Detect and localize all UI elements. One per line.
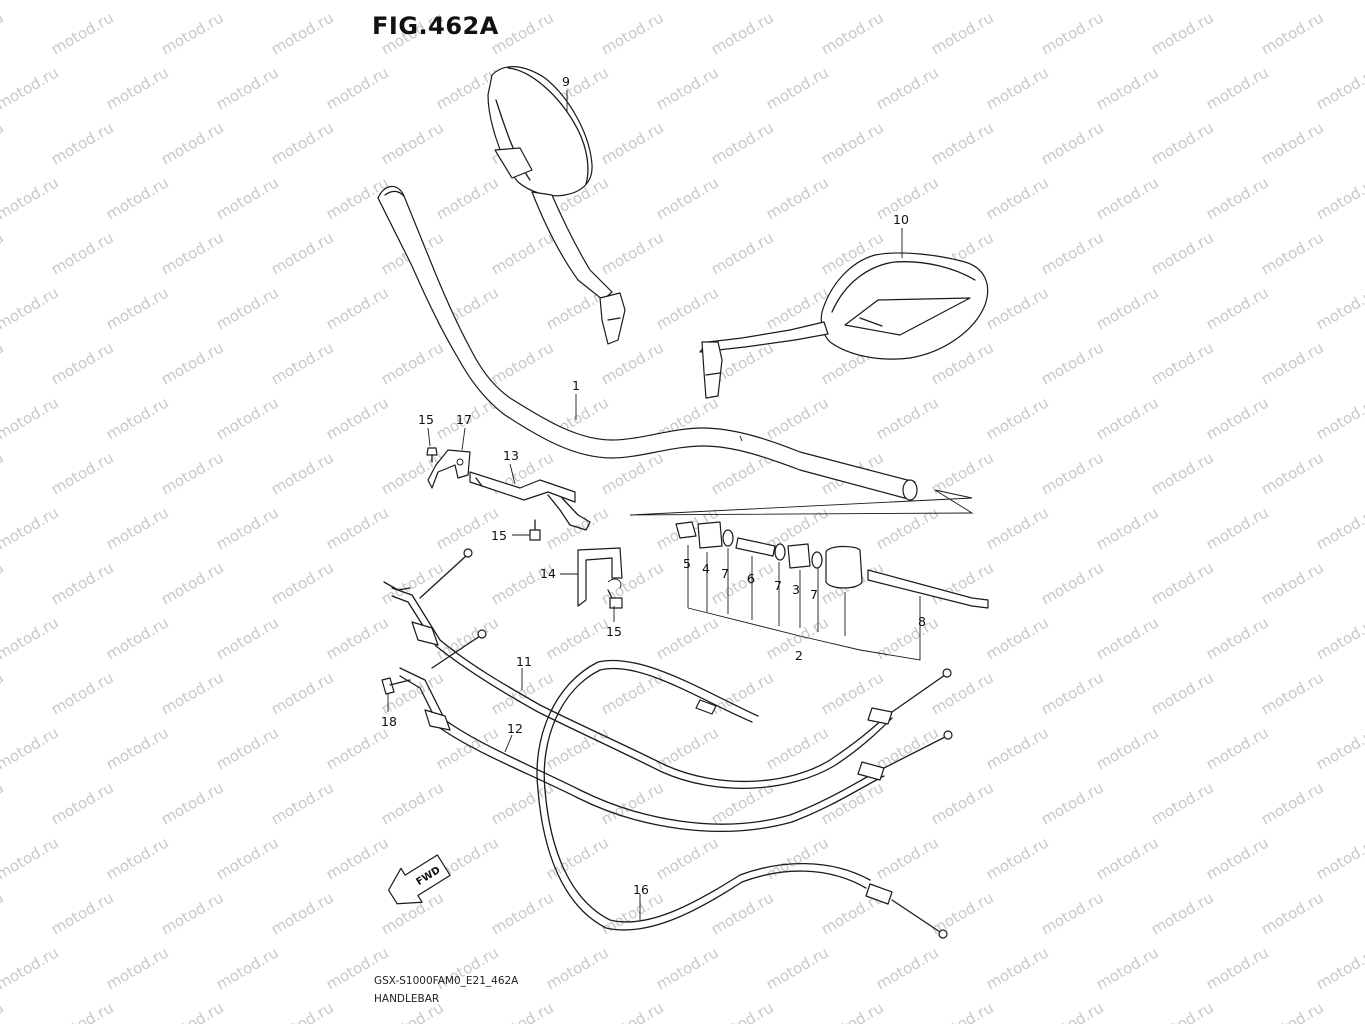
- figure-code: GSX-S1000FAM0_E21_462A: [374, 975, 519, 987]
- callout-5: 5: [683, 556, 691, 571]
- bracket-17: [427, 449, 471, 489]
- callouts: 9 10 1 15 17 13 15 14 15 5 4 7 6 7 3 7 8…: [381, 74, 926, 897]
- callout-2: 2: [795, 648, 803, 663]
- callout-10: 10: [893, 212, 909, 227]
- callout-8: 8: [918, 614, 926, 629]
- callout-15-low: 15: [606, 624, 622, 639]
- callout-16: 16: [633, 882, 649, 897]
- clamp-14: [577, 547, 623, 607]
- callout-9: 9: [562, 74, 570, 89]
- callout-1: 1: [572, 378, 580, 393]
- callout-14: 14: [540, 566, 556, 581]
- callout-7c: 7: [810, 587, 818, 602]
- fwd-arrow-icon: FWD: [388, 854, 451, 905]
- callout-17: 17: [456, 412, 472, 427]
- leader-lines: [387, 90, 903, 920]
- figure-title: FIG.462A: [372, 12, 499, 40]
- callout-15-mid: 15: [491, 528, 507, 543]
- throttle-cable-12: [399, 629, 953, 832]
- callout-12: 12: [507, 721, 523, 736]
- callout-3: 3: [792, 582, 800, 597]
- throttle-cable-11: [383, 548, 952, 789]
- callout-18: 18: [381, 714, 397, 729]
- handlebar: [377, 185, 918, 501]
- mirror-left: [487, 66, 626, 345]
- callout-4: 4: [702, 561, 710, 576]
- mirror-right: [699, 252, 989, 399]
- callout-15-top: 15: [418, 412, 434, 427]
- callout-6: 6: [747, 571, 755, 586]
- bolt-15-mid: [529, 519, 541, 541]
- bolt-15-top: [426, 447, 438, 463]
- figure-name: HANDLEBAR: [374, 993, 440, 1005]
- callout-11: 11: [516, 654, 532, 669]
- cable-16: [536, 659, 948, 939]
- callout-13: 13: [503, 448, 519, 463]
- bolt-15-low: [607, 589, 623, 609]
- callout-7a: 7: [721, 566, 729, 581]
- bracket-13: [469, 471, 591, 531]
- bar-end-assembly: [629, 489, 989, 661]
- callout-7b: 7: [774, 578, 782, 593]
- bolt-18: [381, 677, 411, 695]
